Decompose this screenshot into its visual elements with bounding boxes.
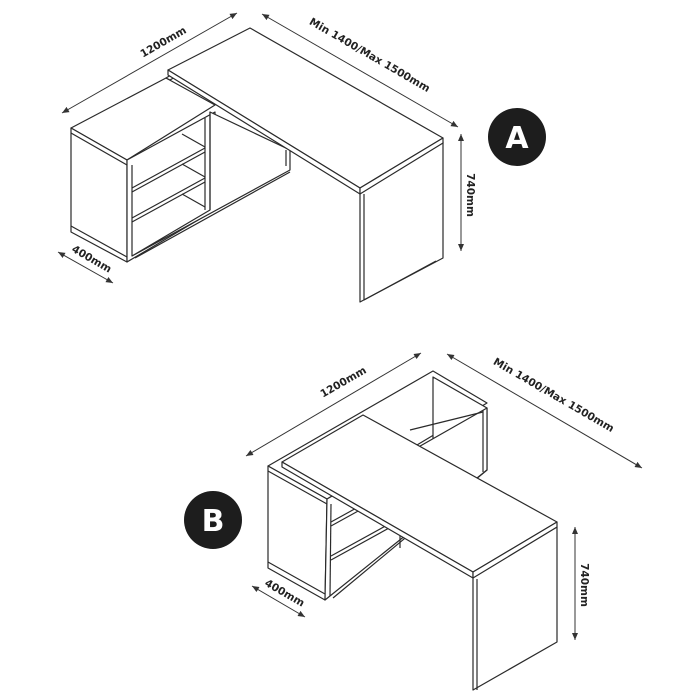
width-label: 1200mm xyxy=(318,364,368,400)
badge-letter: A xyxy=(505,121,529,156)
badge-b: B xyxy=(184,491,242,549)
modesty-panel-a xyxy=(131,111,291,259)
height-label: 740mm xyxy=(464,173,476,217)
badge-a: A xyxy=(488,108,546,166)
length-label: Min 1400/Max 1500mm xyxy=(491,356,616,435)
cabinet-a xyxy=(70,77,216,263)
dimension-height-a: 740mm xyxy=(458,134,476,251)
badge-letter: B xyxy=(202,504,225,539)
height-label: 740mm xyxy=(578,563,590,607)
desk-configuration-a: 1200mm Min 1400/Max 1500mm 400mm 740mm A xyxy=(57,12,546,303)
dimension-height-b: 740mm xyxy=(572,527,590,640)
desk-configuration-b: 1200mm Min 1400/Max 1500mm 400mm 740mm B xyxy=(184,352,643,691)
